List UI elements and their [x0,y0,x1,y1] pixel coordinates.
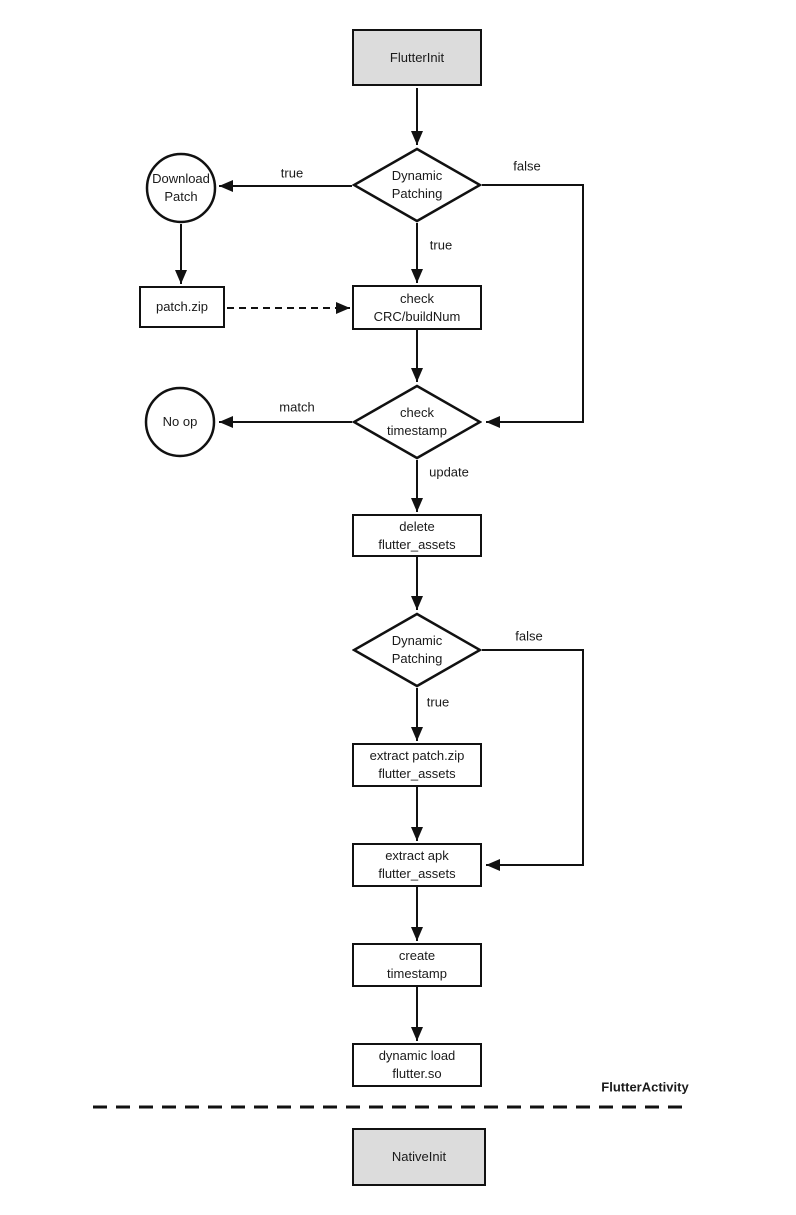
node-native-init-label: NativeInit [391,1149,447,1165]
node-flutter-init-label: FlutterInit [389,49,445,65]
node-dynamic-load-label: dynamic load flutter.so [378,1048,456,1081]
edge-label-ts-update: update [429,464,469,480]
edge-label-dp2-true-down: true [426,694,450,710]
diamond-shape [352,147,482,223]
node-dynamic-patching-2: Dynamic Patching [352,612,482,688]
node-flutter-init: FlutterInit [352,29,482,86]
node-dynamic-load: dynamic load flutter.so [352,1043,482,1087]
node-check-timestamp-label: check timestamp [387,405,447,438]
diamond-shape [352,384,482,460]
node-create-timestamp-label: create timestamp [387,948,447,981]
circle-shape [145,152,217,224]
node-check-crc: check CRC/buildNum [352,285,482,330]
node-dynamic-patching-2-label: Dynamic Patching [391,633,443,666]
node-no-op-label: No op [162,414,198,430]
edge-dp2-false-to-extract-apk [482,649,584,871]
node-check-timestamp: check timestamp [352,384,482,460]
node-create-timestamp: create timestamp [352,943,482,987]
node-download-patch: Download Patch [145,152,217,224]
node-extract-apk-label: extract apk flutter_assets [378,848,456,881]
edge-dp1-false-to-check-timestamp [482,184,584,428]
edge-label-dp1-true-down: true [429,237,453,253]
node-native-init: NativeInit [352,1128,486,1186]
node-dynamic-patching-1: Dynamic Patching [352,147,482,223]
edge-label-ts-match: match [279,399,315,415]
node-extract-patch-label: extract patch.zip flutter_assets [369,748,465,781]
section-label-flutter-activity: FlutterActivity [601,1079,689,1095]
node-extract-patch: extract patch.zip flutter_assets [352,743,482,787]
circle-shape [144,386,216,458]
edge-label-dp1-true-left: true [280,165,304,181]
node-delete-assets-label: delete flutter_assets [378,518,456,552]
node-download-patch-label: Download Patch [152,171,210,204]
node-dynamic-patching-1-label: Dynamic Patching [391,168,443,201]
node-delete-assets: delete flutter_assets [352,514,482,557]
edge-label-dp2-false: false [515,628,543,644]
node-no-op: No op [144,386,216,458]
node-patch-zip-label: patch.zip [155,299,209,315]
edge-label-dp1-false: false [513,158,541,174]
diamond-shape [352,612,482,688]
node-patch-zip: patch.zip [139,286,225,328]
node-extract-apk: extract apk flutter_assets [352,843,482,887]
node-check-crc-label: check CRC/buildNum [373,290,461,324]
